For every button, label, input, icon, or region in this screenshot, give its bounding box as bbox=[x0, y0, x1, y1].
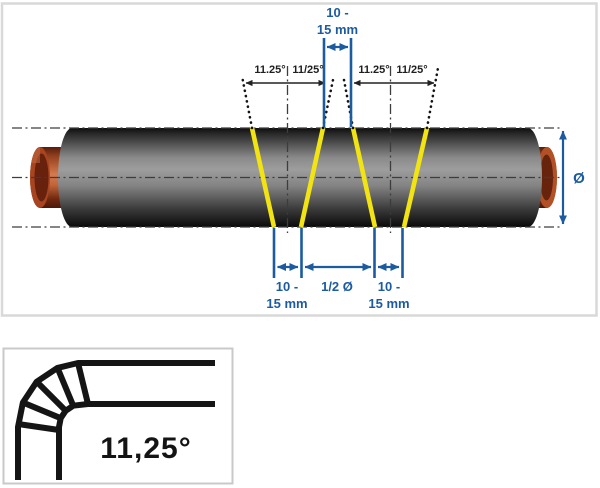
cut-line-extensions bbox=[240, 66, 440, 130]
cut-lines bbox=[249, 127, 430, 228]
bottom-right-dimension-label-line1: 10 - bbox=[378, 279, 400, 294]
diameter-symbol-label: Ø bbox=[573, 170, 585, 187]
miter-joint-3 bbox=[34, 379, 68, 413]
miter-joint-4 bbox=[54, 366, 76, 407]
top-gap-dimension-label-line2: 15 mm bbox=[317, 22, 358, 37]
bottom-right-dimension-label-line2: 15 mm bbox=[368, 296, 409, 311]
cut-line-2 bbox=[298, 127, 326, 228]
cut-line-1 bbox=[249, 127, 277, 228]
top-gap-dimension-label-line1: 10 - bbox=[326, 5, 348, 20]
segmented-bend-drawing bbox=[15, 360, 215, 480]
cut-line-1-extension bbox=[240, 74, 254, 130]
half-diameter-label: 1/2 Ø bbox=[321, 279, 353, 294]
angle-inset-panel bbox=[2, 347, 234, 485]
bottom-left-dimension-label-line1: 10 - bbox=[276, 279, 298, 294]
miter-joint-1 bbox=[17, 421, 60, 433]
cut-line-4-extension bbox=[425, 66, 440, 130]
cut-line-4 bbox=[401, 127, 430, 228]
angle-label-1: 11.25° bbox=[254, 64, 285, 76]
cut-line-3 bbox=[350, 127, 378, 228]
angle-label-2: 11/25° bbox=[292, 64, 323, 76]
angle-label-3: 11.25° bbox=[358, 64, 389, 76]
miter-joint-5 bbox=[75, 362, 91, 405]
dimension-extension-lines bbox=[272, 38, 404, 278]
miter-joint-2 bbox=[21, 399, 62, 421]
inset-angle-label: 11,25° bbox=[100, 432, 191, 465]
angle-label-4: 11/25° bbox=[396, 64, 427, 76]
bottom-left-dimension-label-line2: 15 mm bbox=[266, 296, 307, 311]
